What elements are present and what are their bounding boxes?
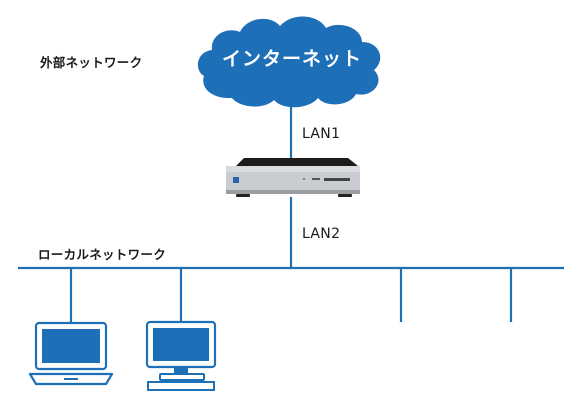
internet-cloud-label: インターネット	[221, 48, 362, 70]
lan1-label: LAN1	[302, 126, 341, 142]
desktop-monitor-icon	[145, 320, 217, 391]
router-appliance-icon	[226, 158, 360, 197]
external-network-label: 外部ネットワーク	[40, 55, 143, 70]
lan2-label: LAN2	[302, 226, 341, 242]
laptop-icon	[28, 321, 114, 386]
local-network-label: ローカルネットワーク	[38, 247, 167, 262]
cloud-icon	[197, 16, 381, 108]
